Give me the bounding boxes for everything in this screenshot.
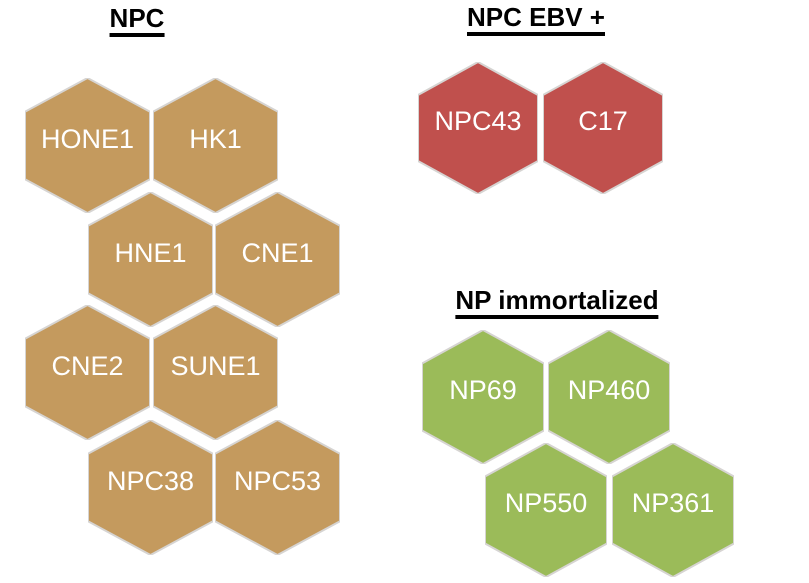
hexagon-c17: C17 [543,62,663,194]
hex-label: HNE1 [114,237,187,268]
hexagon-npc53: NPC53 [215,420,340,555]
hexagon-shape [153,78,278,213]
hexagon-shape [25,78,150,213]
hexagon-npc38: NPC38 [88,420,213,555]
hexagon-cne1: CNE1 [215,192,340,327]
hexagon-shape [418,62,538,194]
hex-label: NP460 [567,375,651,405]
hex-label: SUNE1 [170,350,261,381]
hex-label: NPC43 [434,106,522,136]
hexagon-shape [543,62,663,194]
group-title-npc-ebv: NPC EBV + [467,3,605,36]
group-title-npc: NPC [109,4,165,37]
hexagon-shape [548,330,670,464]
hex-label: CNE2 [51,350,124,381]
hexagon-npc43: NPC43 [418,62,538,194]
hex-label: NPC53 [233,465,322,496]
hexagon-shape [88,420,213,555]
hex-label: HONE1 [40,123,135,154]
hexagon-shape [88,192,213,327]
hex-label: NPC38 [106,465,195,496]
hexagon-np361: NP361 [612,443,734,577]
hexagon-cne2: CNE2 [25,305,150,440]
hex-label: C17 [578,106,628,136]
hexagon-shape [485,443,607,577]
group-title-np-immortalized: NP immortalized [455,286,659,319]
hexagon-hk1: HK1 [153,78,278,213]
hexagon-hne1: HNE1 [88,192,213,327]
hexagon-shape [612,443,734,577]
hex-label: CNE1 [241,237,314,268]
hex-label: NP69 [449,375,517,405]
hexagon-shape [422,330,544,464]
hexagon-shape [153,305,278,440]
hexagon-np69: NP69 [422,330,544,464]
hex-label: NP550 [504,488,588,518]
hexagon-shape [25,305,150,440]
hexagon-sune1: SUNE1 [153,305,278,440]
hexagon-np550: NP550 [485,443,607,577]
hex-label: NP361 [631,488,715,518]
hexagon-hone1: HONE1 [25,78,150,213]
hexagon-shape [215,192,340,327]
hexagon-np460: NP460 [548,330,670,464]
hexagon-shape [215,420,340,555]
hex-label: HK1 [189,123,242,154]
